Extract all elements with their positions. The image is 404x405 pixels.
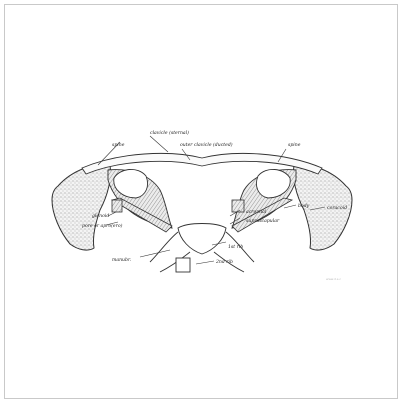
label-pore-or-apro: pore or apro(ero): [82, 222, 123, 229]
right-glenoid-patch: [232, 200, 244, 212]
label-clavicle-sternal: clavicle (sternal): [150, 129, 189, 136]
manubrium: [178, 224, 226, 255]
label-first-rib: 1st rib: [228, 244, 243, 250]
left-glenoid-patch: [112, 200, 122, 212]
label-outer-clavicle: outer clavicle (ducted): [180, 141, 233, 148]
label-body-right: body: [298, 203, 310, 209]
label-acromial: acromial: [246, 209, 267, 215]
vertebra: [176, 258, 190, 272]
label-glenoid: glenoid: [92, 213, 109, 219]
label-manubr: manubr.: [112, 257, 132, 263]
label-spine-left: spine: [112, 142, 125, 148]
first-rib-left: [150, 232, 178, 262]
image-credit: www.d.s.c: [326, 277, 341, 281]
label-coracoid: coracoid: [327, 205, 347, 211]
label-spine-right: spine: [288, 142, 301, 148]
left-scapula: [52, 164, 111, 250]
label-suprascapular: suprascapular: [246, 218, 280, 224]
label-second-rib: 2nd rib: [215, 259, 233, 265]
